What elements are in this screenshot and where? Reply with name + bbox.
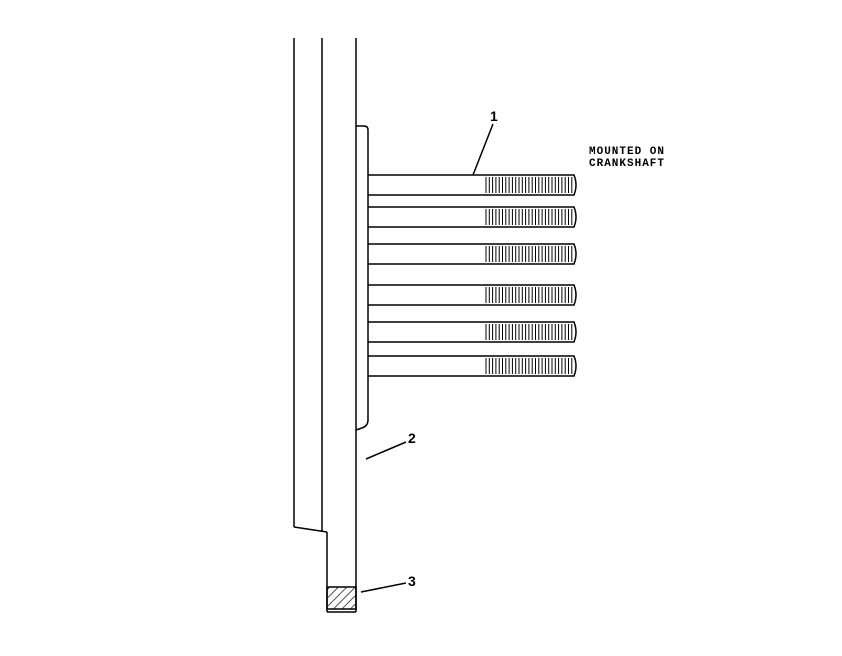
stud [368, 206, 577, 228]
stud [368, 355, 577, 377]
stud-shank [368, 243, 577, 265]
stud-shank [368, 321, 577, 343]
stud [368, 174, 577, 196]
callout-1-leader [472, 123, 494, 176]
stud-thread [485, 177, 573, 193]
stud-thread [485, 209, 573, 225]
stud-group [368, 174, 577, 377]
callout-3-number: 3 [408, 573, 416, 589]
stud-shank [368, 174, 577, 196]
stud-thread [485, 287, 573, 303]
note-line-2: CRANKSHAFT [589, 158, 665, 170]
stud-shank [368, 206, 577, 228]
stud-shank [368, 284, 577, 306]
stud-shank [368, 355, 577, 377]
stud-thread [485, 358, 573, 374]
stud [368, 321, 577, 343]
stud-thread [485, 324, 573, 340]
flange-body [293, 38, 357, 613]
callout-2-number: 2 [408, 430, 416, 446]
note-line-1: MOUNTED ON [589, 146, 665, 158]
hub-boss [355, 125, 369, 431]
callout-3-leader [360, 582, 407, 593]
stud-thread [485, 246, 573, 262]
callout-2-leader [365, 441, 407, 460]
stud [368, 243, 577, 265]
callout-1-number: 1 [490, 108, 498, 124]
stud [368, 284, 577, 306]
hatched-section [326, 586, 357, 610]
